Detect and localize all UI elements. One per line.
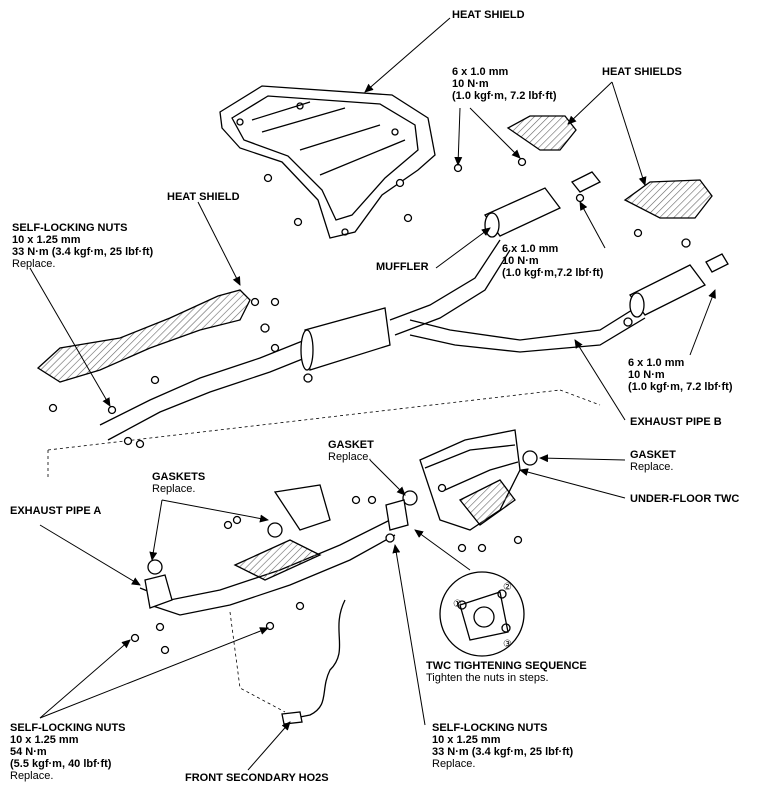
label-heat-shield-left: HEAT SHIELD (167, 191, 240, 203)
label-self-locking-top: SELF-LOCKING NUTS 10 x 1.25 mm 33 N·m (3… (12, 222, 154, 270)
label-exhaust-pipe-a: EXHAUST PIPE A (10, 505, 102, 517)
label-exhaust-pipe-b: EXHAUST PIPE B (630, 416, 722, 428)
heat-shield-left (36, 289, 251, 383)
label-self-locking-bottom-left: SELF-LOCKING NUTS 10 x 1.25 mm 54 N·m (5… (10, 722, 126, 782)
muffler-right (629, 264, 706, 318)
tail-pipes (570, 171, 729, 273)
label-self-locking-bottom-mid: SELF-LOCKING NUTS 10 x 1.25 mm 33 N·m (3… (432, 722, 574, 770)
label-heat-shield-top: HEAT SHIELD (452, 9, 525, 21)
label-muffler: MUFFLER (376, 261, 429, 273)
reference-box (47, 389, 601, 480)
label-gaskets: GASKETS Replace. (152, 471, 206, 495)
label-gasket-right: GASKET Replace. (630, 449, 676, 473)
sequence-number-1: ① (453, 599, 462, 610)
sequence-number-3: ③ (503, 639, 512, 650)
fasteners (48, 157, 691, 655)
label-twc-sequence: TWC TIGHTENING SEQUENCE Tighten the nuts… (426, 660, 587, 684)
leader-lines (29, 17, 716, 771)
front-secondary-ho2s (281, 599, 346, 725)
twc-sequence-inset (439, 571, 525, 657)
heat-shields-right (506, 115, 713, 219)
gaskets (147, 450, 538, 575)
exhaust-pipe-a (139, 484, 409, 616)
label-front-secondary-ho2s: FRONT SECONDARY HO2S (185, 772, 329, 784)
label-bolt-right: 6 x 1.0 mm 10 N·m (1.0 kgf·m, 7.2 lbf·ft… (628, 357, 733, 393)
label-under-floor-twc: UNDER-FLOOR TWC (630, 493, 740, 505)
under-floor-twc (419, 429, 521, 531)
sequence-number-2: ② (503, 582, 512, 593)
label-heat-shields: HEAT SHIELDS (602, 66, 682, 78)
label-bolt-top: 6 x 1.0 mm 10 N·m (1.0 kgf·m, 7.2 lbf·ft… (452, 66, 557, 102)
label-bolt-mid: 6 x 1.0 mm 10 N·m (1.0 kgf·m,7.2 lbf·ft) (502, 243, 604, 279)
exhaust-pipe-b (99, 239, 646, 441)
label-gasket-mid: GASKET Replace. (328, 439, 374, 463)
muffler-left (484, 187, 562, 238)
heat-shield-top (219, 85, 436, 239)
